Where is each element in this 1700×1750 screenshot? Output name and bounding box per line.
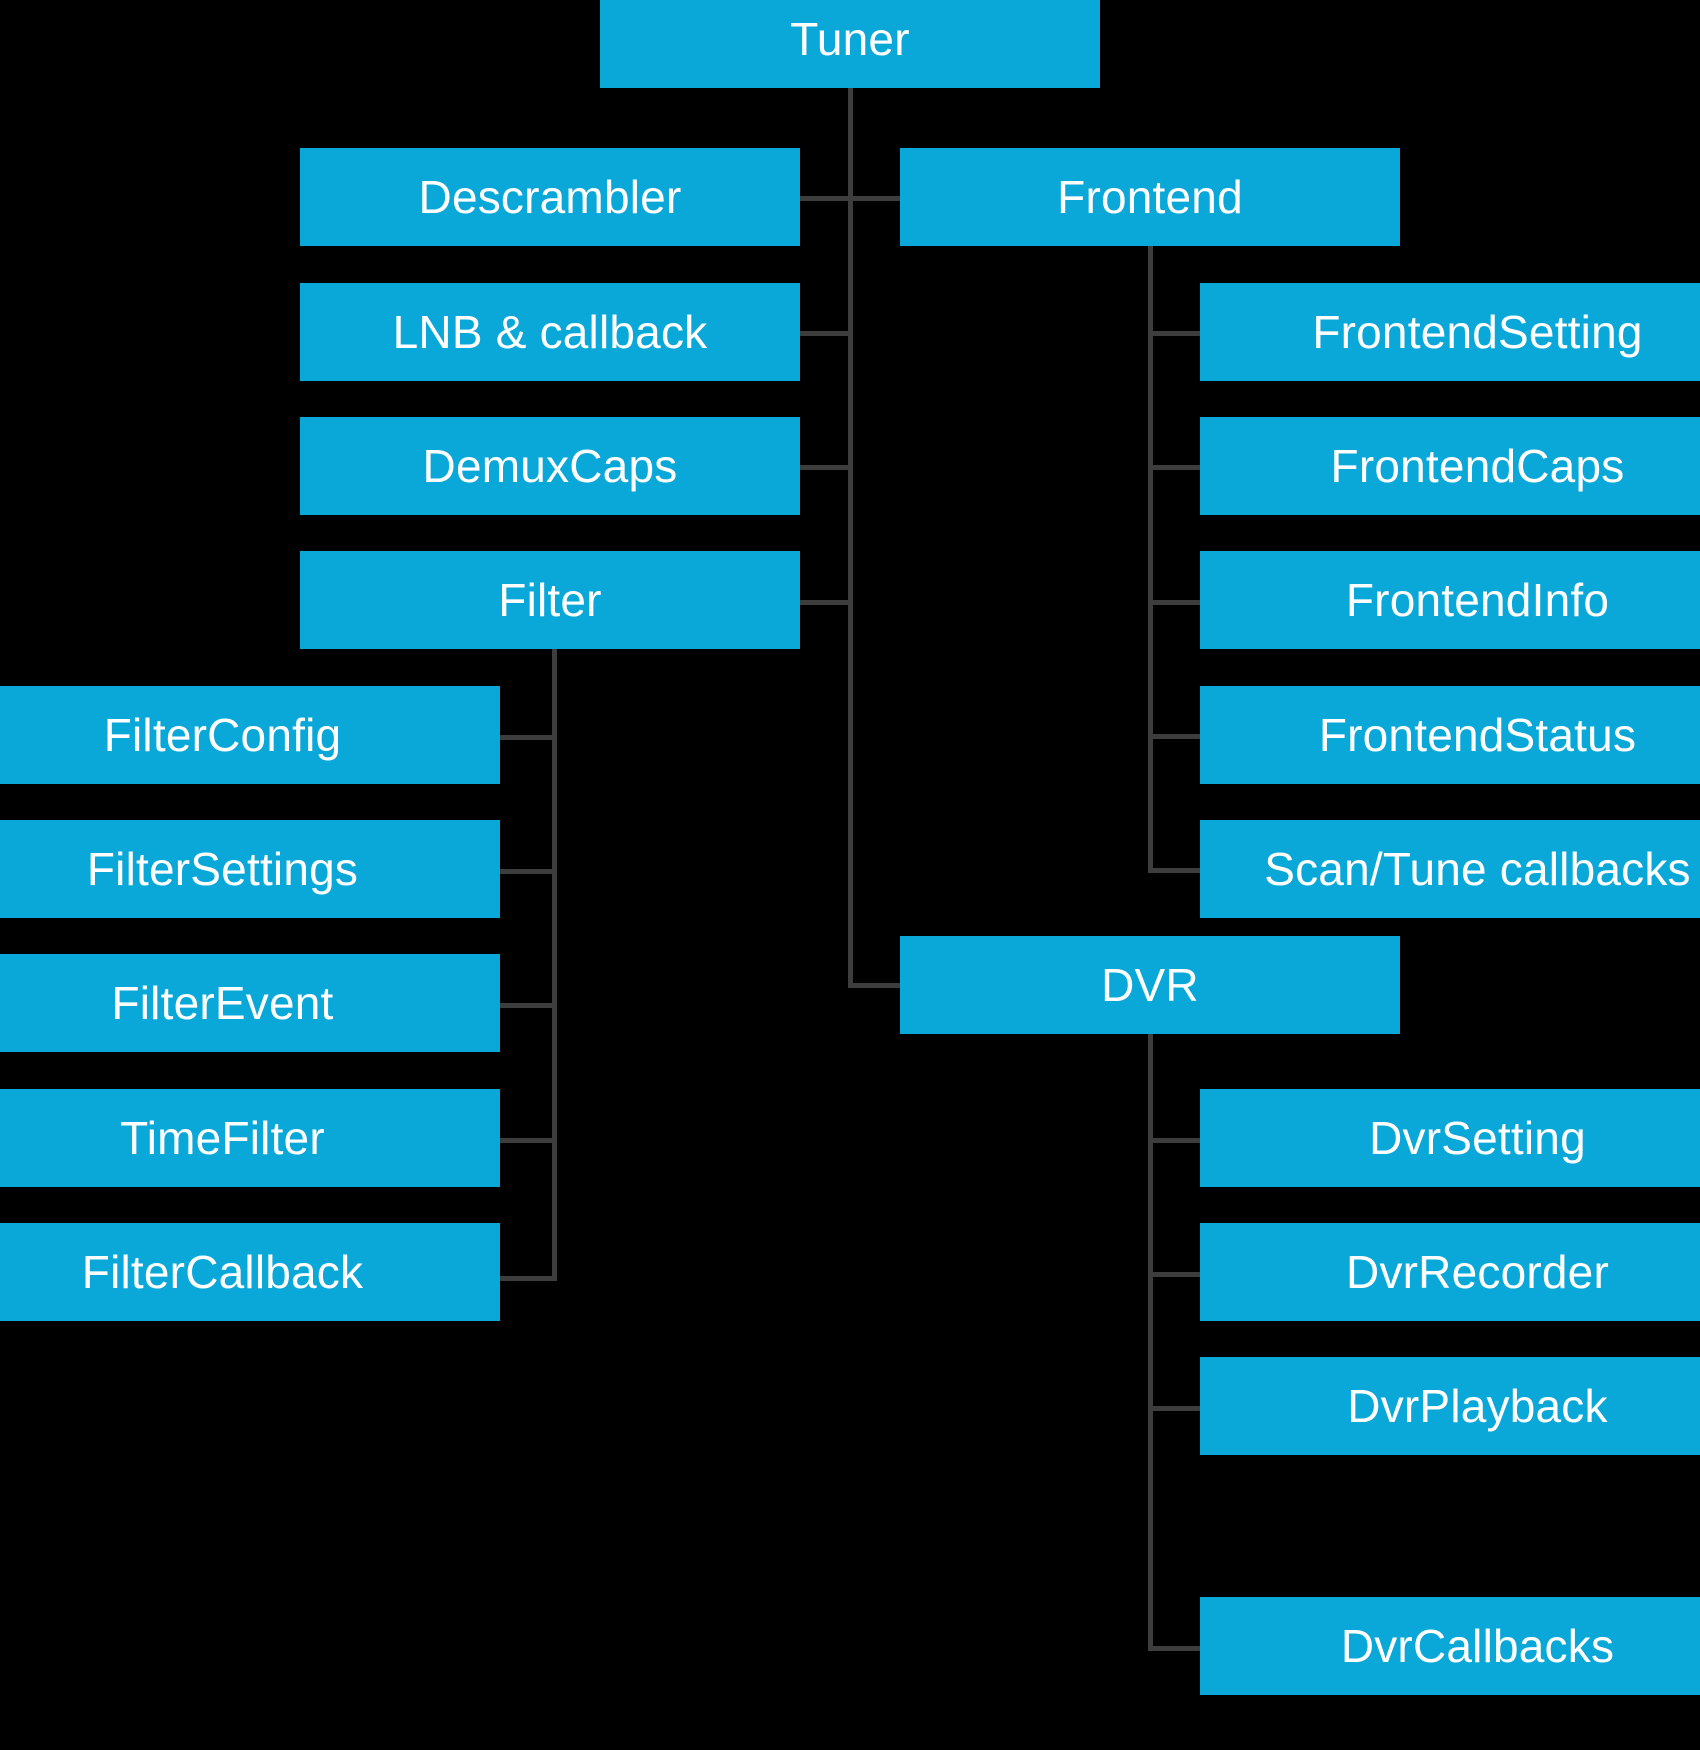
- node-label-filter: Filter: [498, 574, 602, 626]
- edge-filter-timefilter: [500, 1138, 555, 1143]
- node-timefilter[interactable]: TimeFilter: [0, 1089, 500, 1187]
- edge-dvr-dvrrecorder: [1148, 1272, 1203, 1277]
- node-label-frontendcaps: FrontendCaps: [1330, 440, 1625, 492]
- node-label-frontendinfo: FrontendInfo: [1345, 574, 1610, 626]
- node-label-dvr: DVR: [1101, 959, 1199, 1011]
- node-filtercallback[interactable]: FilterCallback: [0, 1223, 500, 1321]
- edge-tuner-frontend: [848, 196, 903, 201]
- node-scan-tune-callbacks[interactable]: Scan/Tune callbacks: [1200, 820, 1700, 918]
- edge-tuner-filter: [800, 600, 850, 605]
- node-label-frontendstatus: FrontendStatus: [1318, 709, 1637, 761]
- edge-dvr-dvrsetting: [1148, 1138, 1203, 1143]
- edge-filter-trunk: [552, 645, 557, 1281]
- edge-frontend-trunk: [1148, 242, 1153, 872]
- node-label-tuner: Tuner: [790, 13, 910, 65]
- edge-frontend-frontendinfo: [1148, 600, 1203, 605]
- edge-frontend-frontendcaps: [1148, 465, 1203, 470]
- node-dvrsetting[interactable]: DvrSetting: [1200, 1089, 1700, 1187]
- node-label-filterevent: FilterEvent: [111, 977, 334, 1029]
- node-dvrcallbacks[interactable]: DvrCallbacks: [1200, 1597, 1700, 1695]
- node-label-demuxcaps: DemuxCaps: [422, 440, 678, 492]
- node-label-timefilter: TimeFilter: [120, 1112, 325, 1164]
- node-label-dvrcallbacks: DvrCallbacks: [1340, 1620, 1615, 1672]
- node-label-frontendsetting: FrontendSetting: [1312, 306, 1643, 358]
- node-label-frontend: Frontend: [1057, 171, 1243, 223]
- edge-frontend-frontendsetting: [1148, 331, 1203, 336]
- node-frontendsetting[interactable]: FrontendSetting: [1200, 283, 1700, 381]
- node-label-dvrrecorder: DvrRecorder: [1346, 1246, 1609, 1298]
- edge-dvr-dvrcallbacks: [1148, 1646, 1203, 1651]
- edge-filter-filterconfig: [500, 735, 555, 740]
- edge-dvr-dvrplayback: [1148, 1406, 1203, 1411]
- edge-frontend-frontendstatus: [1148, 734, 1203, 739]
- edge-tuner-dvr: [848, 983, 903, 988]
- edge-filter-filterevent: [500, 1003, 555, 1008]
- node-label-filterconfig: FilterConfig: [103, 709, 342, 761]
- node-label-lnb-callback: LNB & callback: [392, 306, 708, 358]
- node-filterevent[interactable]: FilterEvent: [0, 954, 500, 1052]
- node-label-dvrsetting: DvrSetting: [1369, 1112, 1586, 1164]
- edge-filter-filtercallback: [500, 1276, 555, 1281]
- edge-tuner-trunk: [848, 88, 853, 988]
- node-filter[interactable]: Filter: [300, 551, 800, 649]
- node-label-filtercallback: FilterCallback: [81, 1246, 364, 1298]
- node-frontendinfo[interactable]: FrontendInfo: [1200, 551, 1700, 649]
- node-label-dvrplayback: DvrPlayback: [1347, 1380, 1608, 1432]
- node-label-filtersettings: FilterSettings: [86, 843, 359, 895]
- node-dvr[interactable]: DVR: [900, 936, 1400, 1034]
- edge-tuner-lnb: [800, 331, 850, 336]
- node-descrambler[interactable]: Descrambler: [300, 148, 800, 246]
- edge-tuner-descrambler: [800, 196, 850, 201]
- node-label-scan-tune-callbacks: Scan/Tune callbacks: [1264, 843, 1691, 895]
- node-demuxcaps[interactable]: DemuxCaps: [300, 417, 800, 515]
- node-dvrplayback[interactable]: DvrPlayback: [1200, 1357, 1700, 1455]
- edge-tuner-demuxcaps: [800, 465, 850, 470]
- edge-filter-filtersettings: [500, 869, 555, 874]
- node-label-descrambler: Descrambler: [418, 171, 682, 223]
- node-lnb-callback[interactable]: LNB & callback: [300, 283, 800, 381]
- node-tuner[interactable]: Tuner: [600, 0, 1100, 88]
- edge-dvr-trunk: [1148, 1031, 1153, 1651]
- node-frontendstatus[interactable]: FrontendStatus: [1200, 686, 1700, 784]
- node-filtersettings[interactable]: FilterSettings: [0, 820, 500, 918]
- edge-frontend-scantune: [1148, 868, 1203, 873]
- node-filterconfig[interactable]: FilterConfig: [0, 686, 500, 784]
- node-frontendcaps[interactable]: FrontendCaps: [1200, 417, 1700, 515]
- node-dvrrecorder[interactable]: DvrRecorder: [1200, 1223, 1700, 1321]
- node-frontend[interactable]: Frontend: [900, 148, 1400, 246]
